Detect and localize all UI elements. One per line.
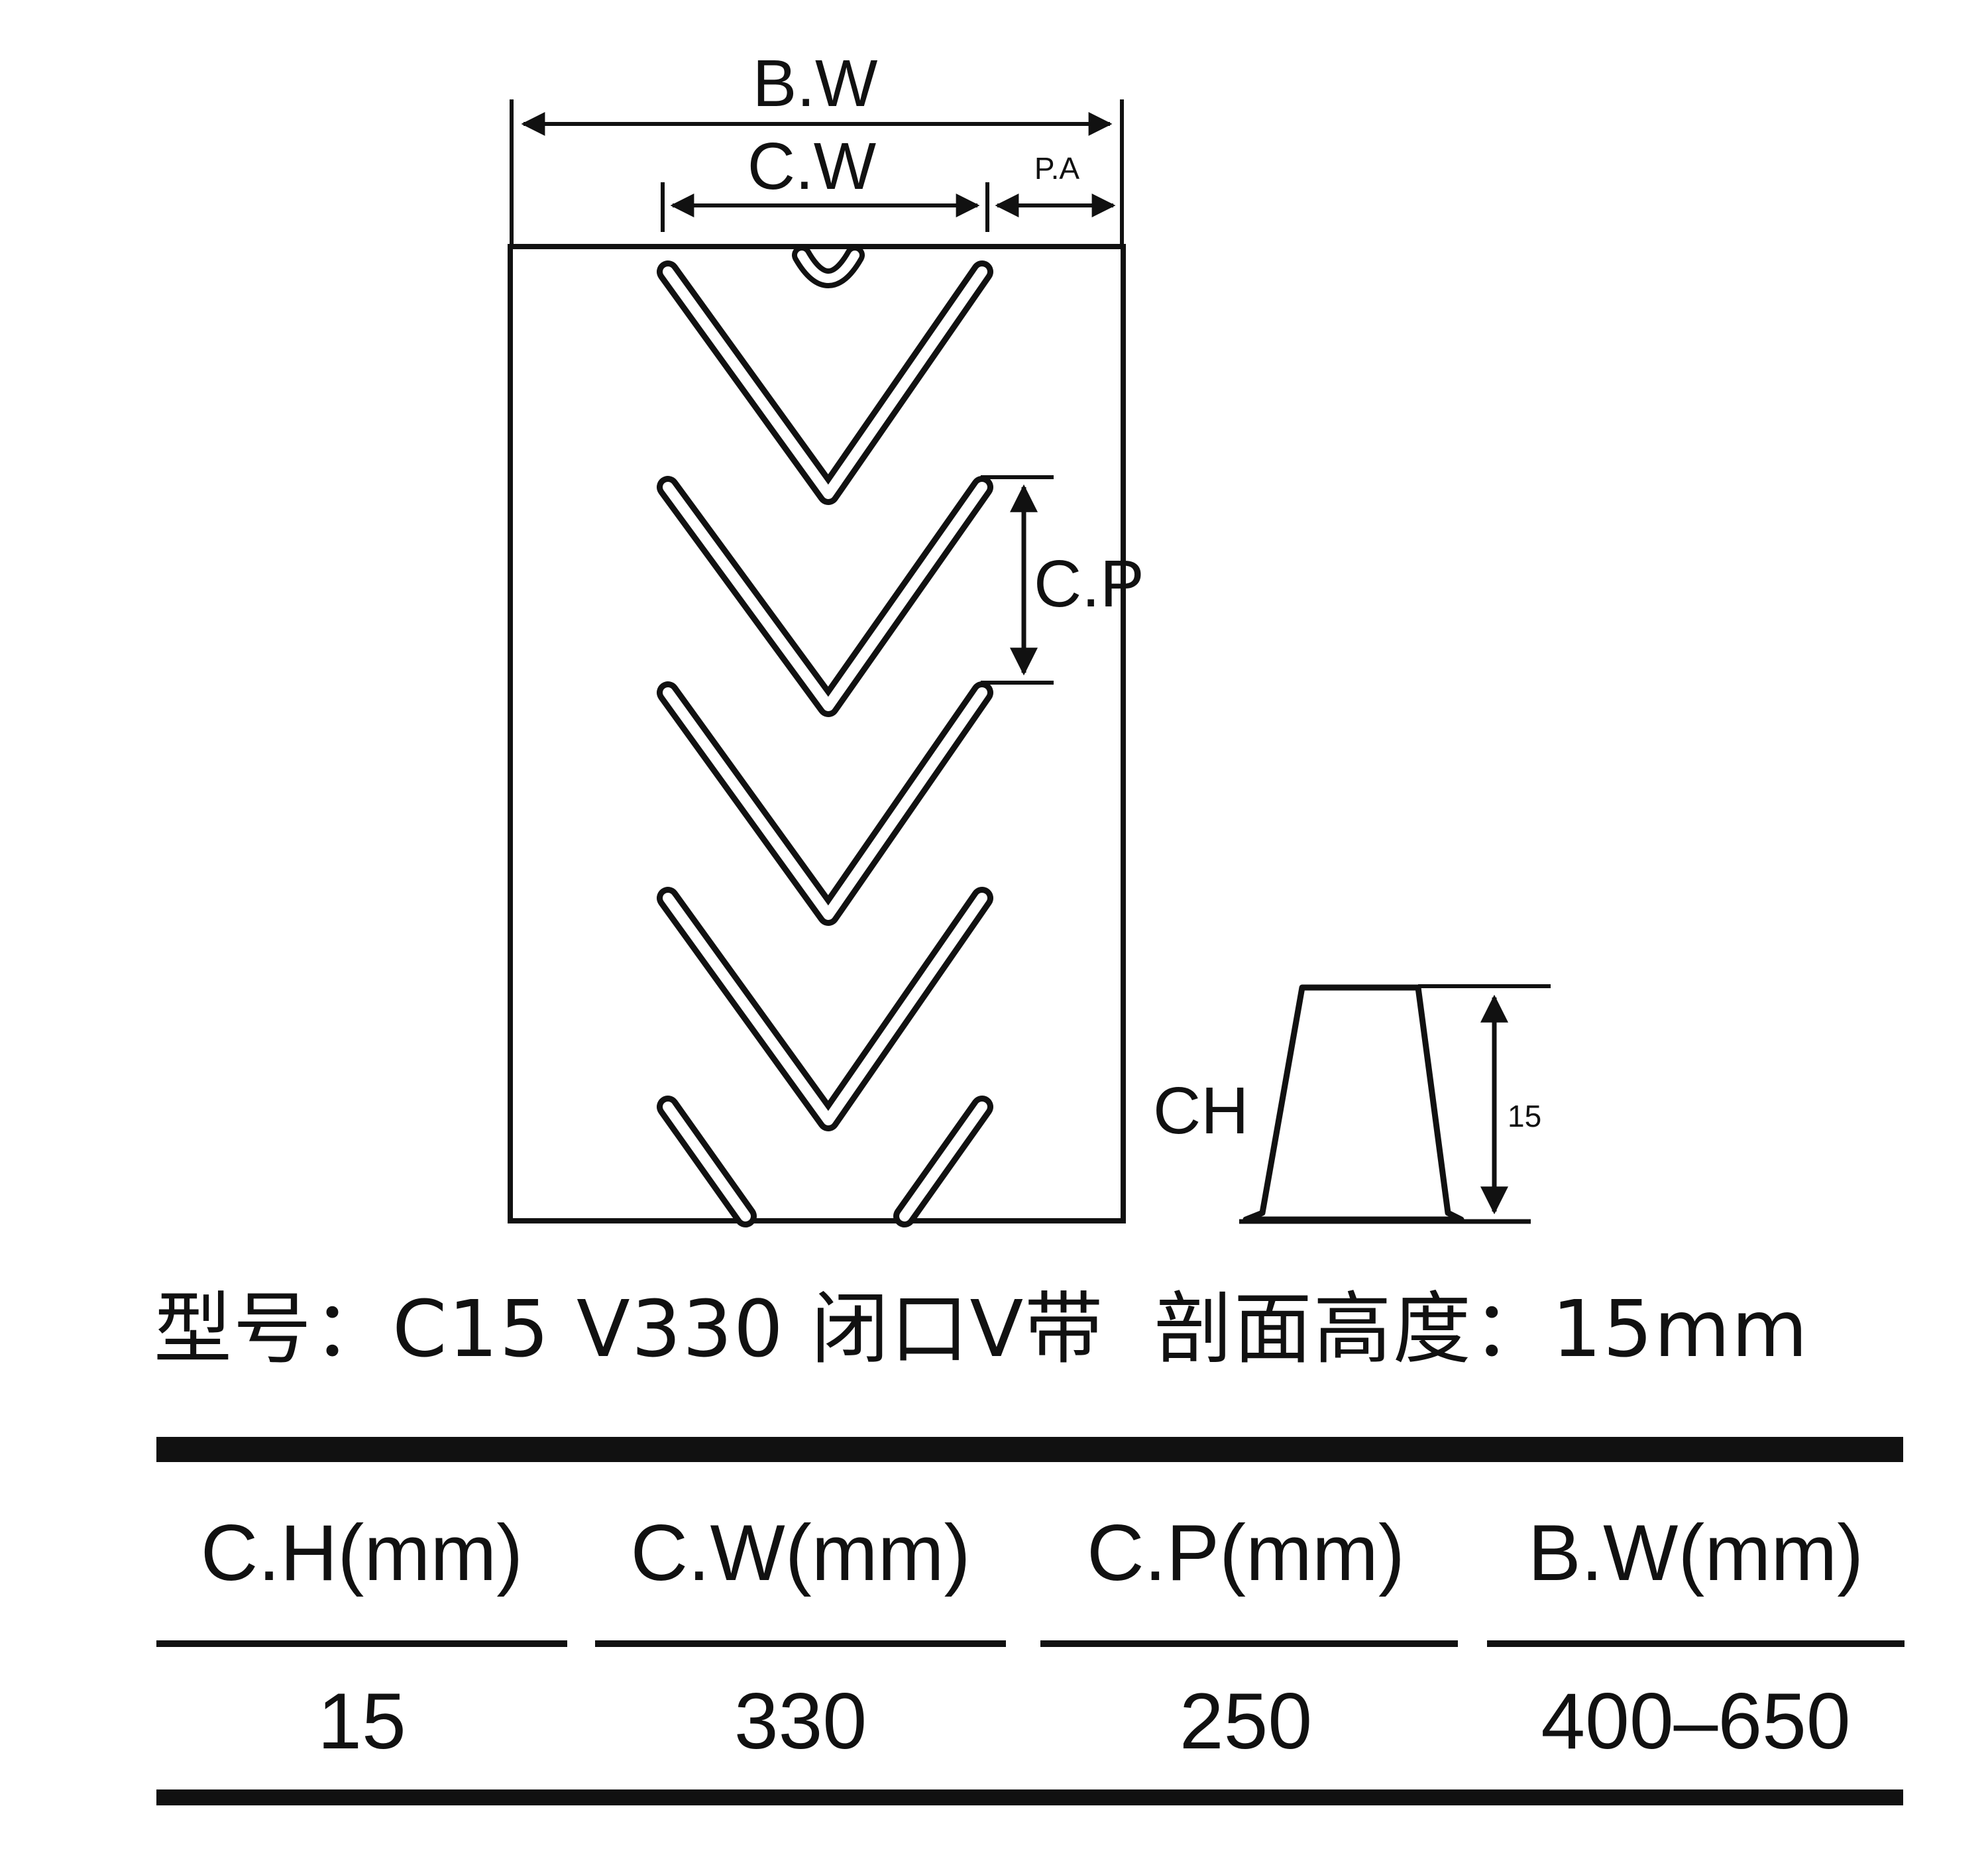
caption-profile-height: 剖面高度：15mm (1154, 1283, 1809, 1375)
table-header-rule-3 (1040, 1640, 1458, 1647)
table-header-rule-1 (156, 1640, 567, 1647)
table-header-rule-4 (1487, 1640, 1905, 1647)
table-cell-ch: 15 (317, 1677, 406, 1766)
cp-label: C.P (1034, 547, 1144, 621)
chevron-4 (657, 887, 993, 1131)
table-header-ch: C.H(mm) (200, 1508, 524, 1597)
table-top-rule (156, 1437, 1903, 1462)
table-cell-cp: 250 (1179, 1677, 1313, 1766)
table-header-bw: B.W(mm) (1527, 1508, 1864, 1597)
chevron-top-notch (792, 245, 865, 288)
chevron-1 (657, 260, 993, 505)
table-bottom-rule (156, 1789, 1903, 1805)
belt-outline (508, 244, 1126, 1223)
table-header-rule-2 (595, 1640, 1006, 1647)
ch-label: CH (1153, 1074, 1248, 1148)
caption-model: 型号：C15 V330 闭口V带 (154, 1283, 1105, 1375)
height-value-label: 15 (1508, 1099, 1541, 1133)
belt-diagram: B.W C.W P.A (508, 46, 1551, 1227)
chevron-3 (657, 681, 993, 926)
cw-label: C.W (747, 129, 877, 203)
table-header-cw: C.W(mm) (630, 1508, 971, 1597)
table-cell-bw: 400–650 (1541, 1677, 1851, 1766)
caption: 型号：C15 V330 闭口V带 剖面高度：15mm (154, 1279, 1943, 1379)
chevron-2 (657, 476, 993, 717)
table-cell-cw: 330 (734, 1677, 867, 1766)
bw-label: B.W (753, 46, 878, 121)
table-header-cp: C.P(mm) (1087, 1508, 1405, 1597)
pa-label: P.A (1034, 151, 1080, 186)
chevron-5-partial (657, 1096, 993, 1227)
chevron-cleats (657, 245, 993, 1227)
cleat-profile (1242, 984, 1464, 1223)
